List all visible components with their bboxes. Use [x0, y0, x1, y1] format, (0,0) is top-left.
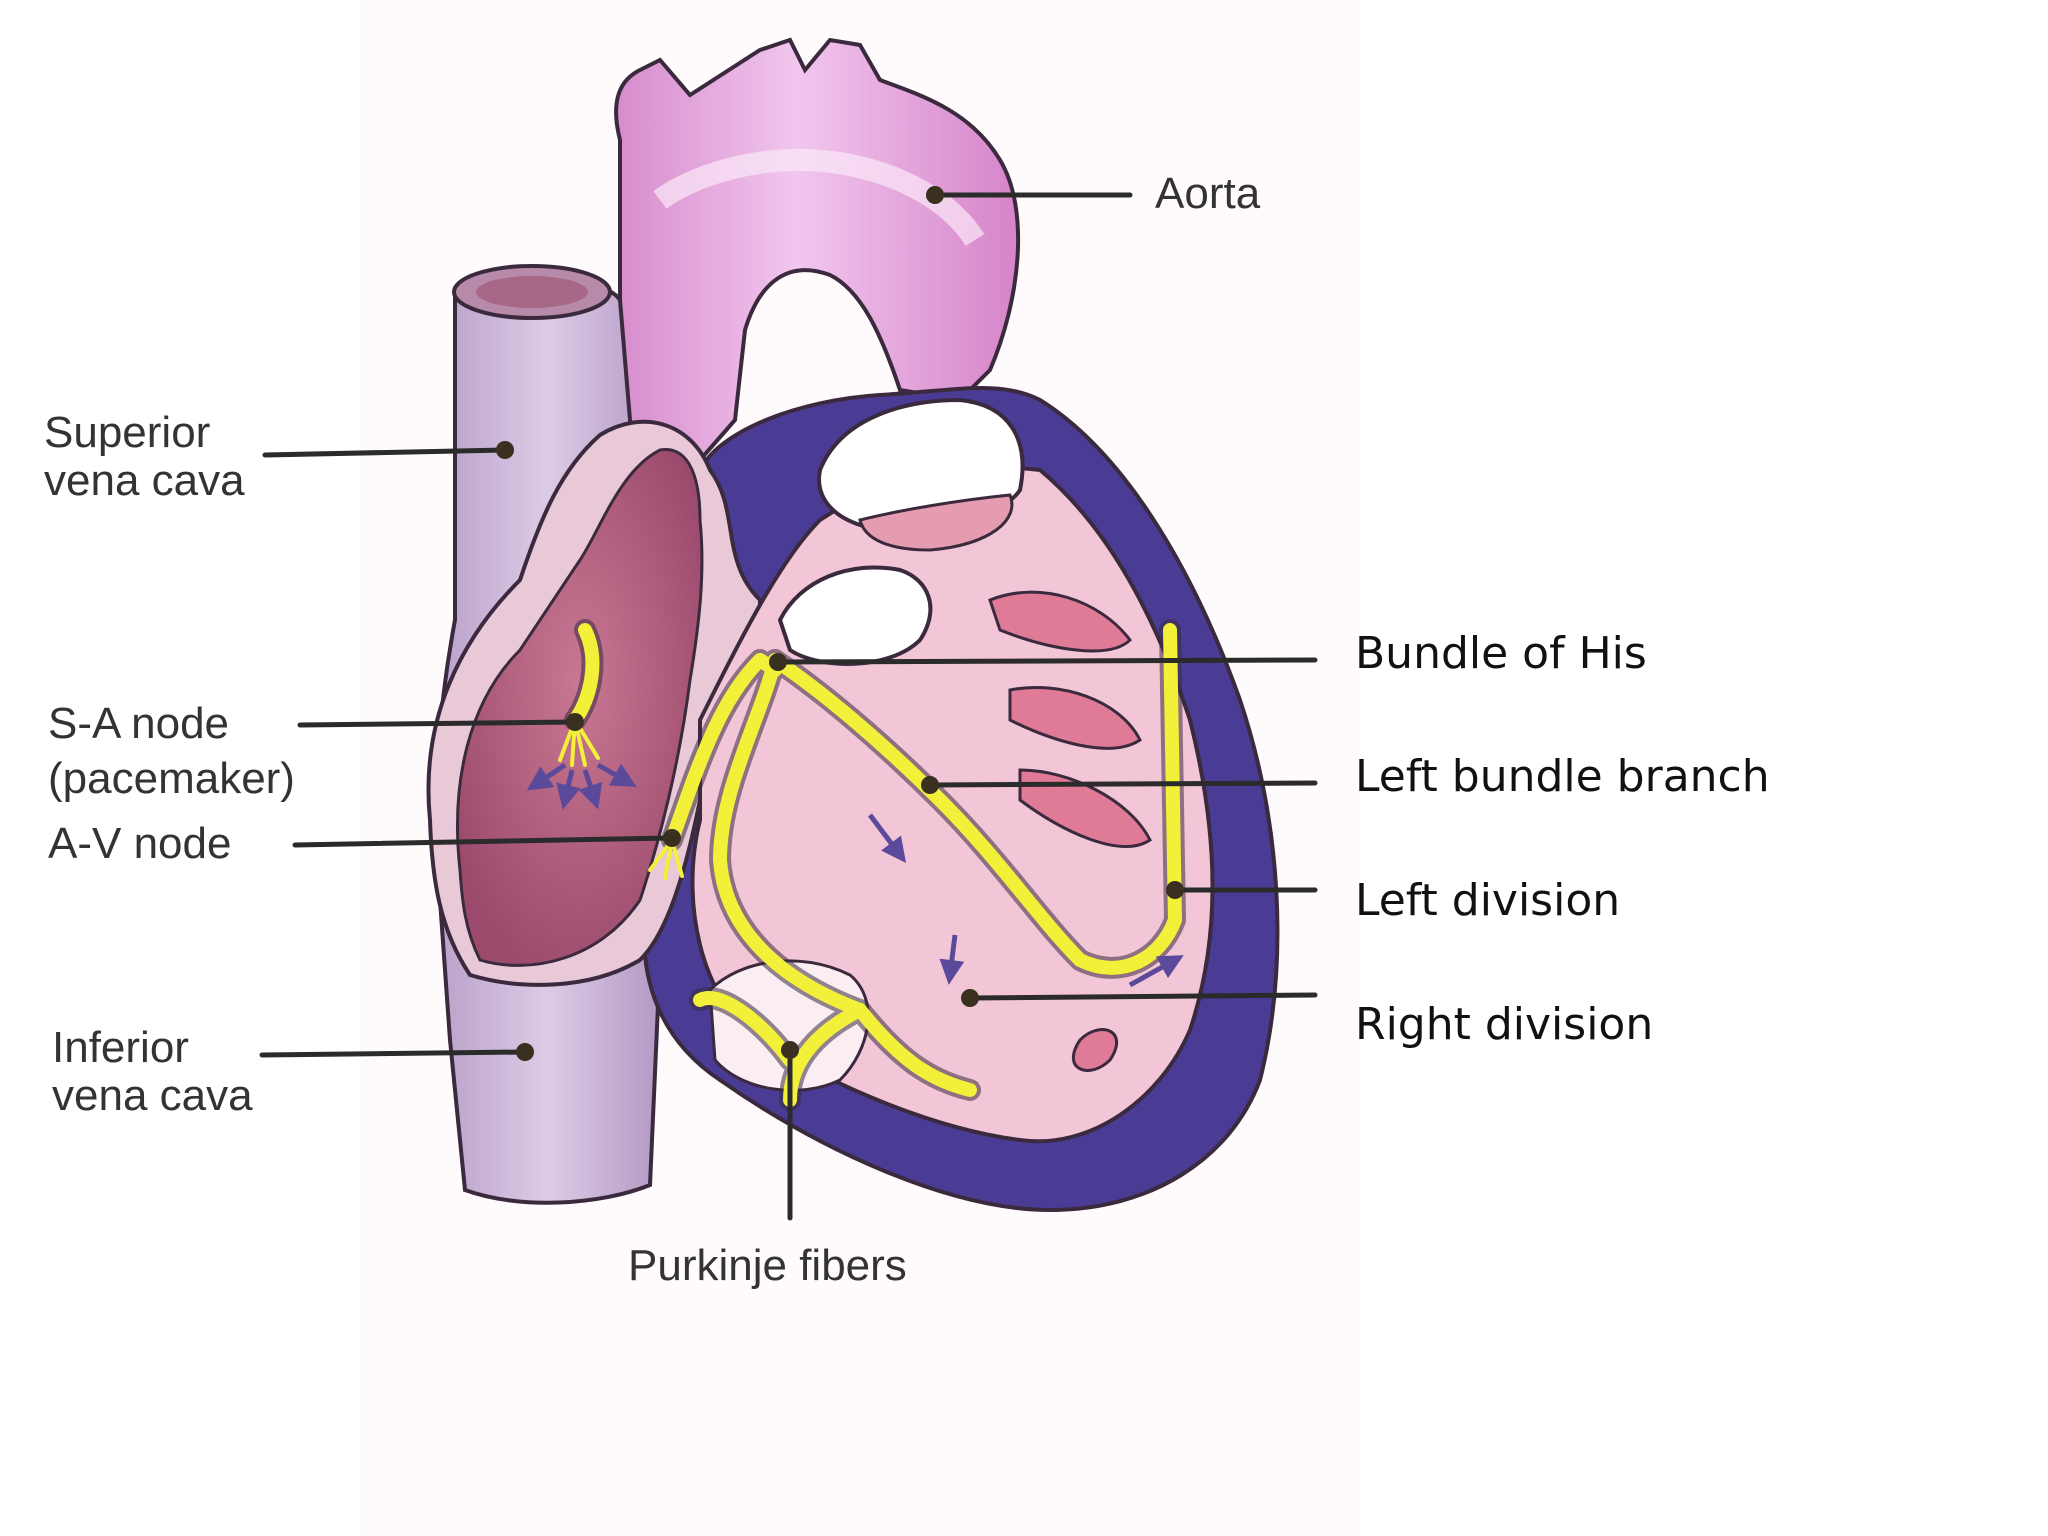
added-labels: Bundle of His Left bundle branch Left di… [1355, 628, 1770, 1050]
label-left-bundle-branch: Left bundle branch [1355, 751, 1770, 802]
aorta-illustration [614, 37, 1021, 463]
label-superior-vena-cava-line2: vena cava [44, 456, 245, 505]
label-superior-vena-cava-line1: Superior [44, 408, 210, 457]
label-sa-node-line2: (pacemaker) [48, 754, 295, 803]
leader-lines [259, 186, 1318, 1221]
label-av-node: A-V node [48, 819, 231, 868]
label-inferior-vena-cava-line1: Inferior [52, 1023, 189, 1072]
label-bundle-of-his: Bundle of His [1355, 628, 1647, 679]
label-inferior-vena-cava-line2: vena cava [52, 1071, 253, 1120]
label-right-division: Right division [1355, 999, 1653, 1050]
impulse-arrows [526, 762, 1184, 988]
label-left-division: Left division [1355, 875, 1620, 926]
label-aorta: Aorta [1155, 169, 1261, 218]
illustration-labels: Aorta Superior vena cava S-A node (pacem… [44, 169, 1261, 1290]
label-sa-node-line1: S-A node [48, 699, 229, 748]
label-purkinje-fibers: Purkinje fibers [628, 1241, 907, 1290]
